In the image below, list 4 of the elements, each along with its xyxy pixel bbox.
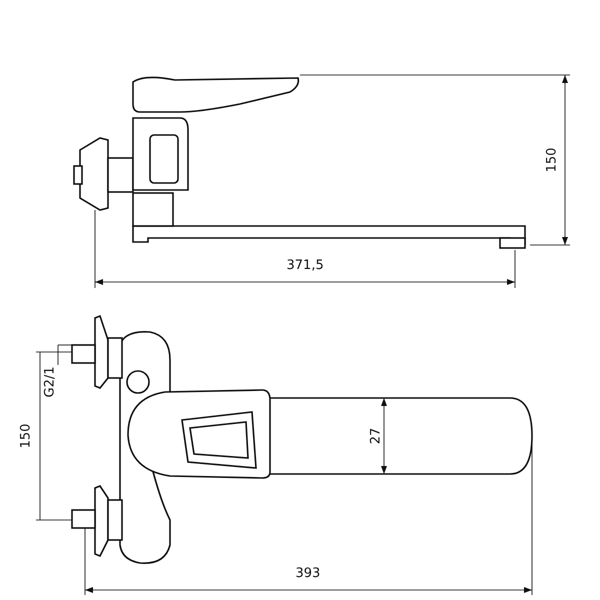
dimension-value: 150: [18, 422, 33, 450]
dimension-value: 371,5: [286, 259, 325, 273]
dimension-value: 150: [544, 146, 559, 174]
dimension-value: G2/1: [43, 366, 57, 398]
